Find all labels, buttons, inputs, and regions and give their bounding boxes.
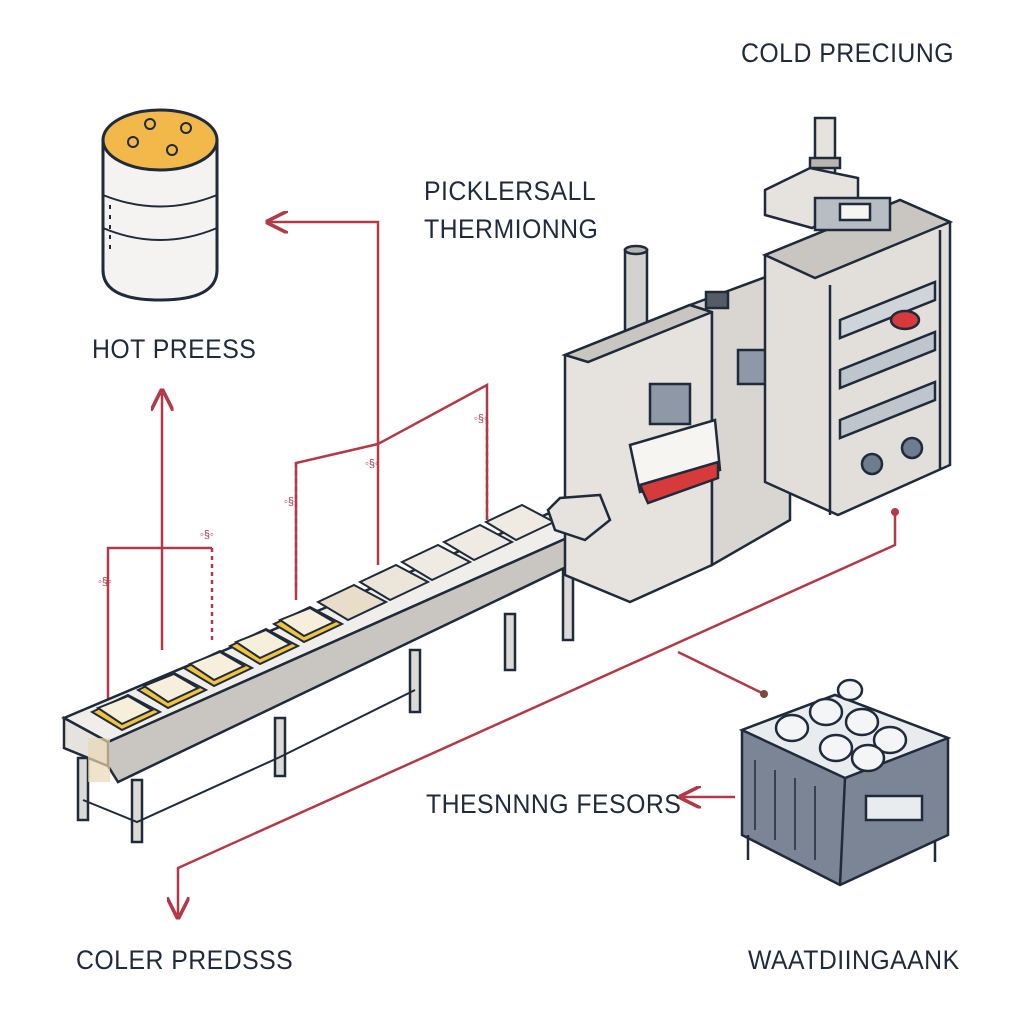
label-thermionng: THERMIONNG bbox=[424, 214, 599, 244]
label-waatdiingaank: WAATDIINGAANK bbox=[748, 945, 960, 975]
label-picklersall: PICKLERSALL bbox=[424, 176, 597, 206]
flow-arrows bbox=[106, 222, 899, 915]
waste-bin-icon bbox=[738, 678, 952, 887]
label-hot-preess: HOT PREESS bbox=[92, 334, 257, 364]
svg-text:◦§◦: ◦§◦ bbox=[365, 458, 379, 470]
label-coler-predsss: COLER PREDSSS bbox=[76, 945, 294, 975]
tray-row bbox=[89, 503, 557, 732]
svg-text:◦§◦: ◦§◦ bbox=[474, 413, 488, 425]
barrel-icon bbox=[101, 108, 219, 302]
svg-text:◦§◦: ◦§◦ bbox=[98, 576, 112, 588]
svg-text:◦§◦: ◦§◦ bbox=[200, 529, 214, 541]
label-thesnnng-fesors: THESNNNG FESORS bbox=[426, 789, 682, 819]
label-cold-preciung: COLD PRECIUNG bbox=[741, 38, 955, 68]
svg-text:◦§◦: ◦§◦ bbox=[284, 496, 298, 508]
press-tower-icon bbox=[761, 116, 954, 517]
tag-markers: ◦§◦ ◦§◦ ◦§◦ ◦§◦ ◦§◦ bbox=[98, 413, 488, 588]
